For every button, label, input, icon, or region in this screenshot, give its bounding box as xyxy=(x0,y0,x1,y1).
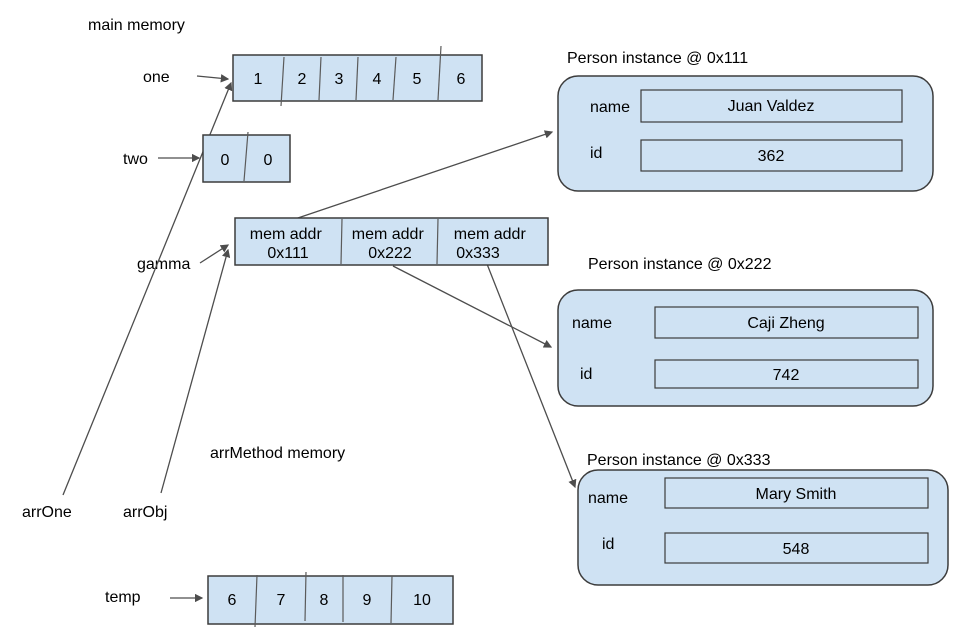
person-name-field xyxy=(654,306,919,339)
array-gamma: mem addr 0x111 mem addr 0x222 mem addr 0… xyxy=(234,217,549,266)
gamma-cell-line: 0x222 xyxy=(368,245,412,262)
var-one-label: one xyxy=(143,69,170,86)
array-temp-cell-0: 6 xyxy=(228,592,237,609)
array-temp-divider xyxy=(390,575,393,624)
array-one-divider xyxy=(437,45,442,101)
array-gamma-divider xyxy=(340,218,343,265)
array-one-cell-2: 3 xyxy=(335,71,344,88)
gamma0-to-person-0x111-arrow xyxy=(288,130,554,222)
array-temp-box xyxy=(207,575,454,625)
array-temp: 6 7 8 9 10 xyxy=(207,571,454,628)
array-temp-cell-3: 9 xyxy=(363,592,372,609)
person-id-label: id xyxy=(590,145,602,162)
array-two-divider xyxy=(243,131,249,182)
array-gamma-cell-1: mem addr 0x222 xyxy=(352,226,428,262)
gamma-pointer-arrow xyxy=(199,244,230,264)
person-title: Person instance @ 0x222 xyxy=(588,256,772,273)
person-id-value: 742 xyxy=(773,367,800,384)
person-name-value: Mary Smith xyxy=(756,486,837,503)
person-id-label: id xyxy=(580,366,592,383)
person-name-field xyxy=(664,477,929,509)
gamma1-to-person-0x222-arrow xyxy=(392,265,553,348)
array-one-divider xyxy=(318,56,322,101)
person-instance-0x222: Person instance @ 0x222 name Caji Zheng … xyxy=(557,256,934,407)
array-one-cell-1: 2 xyxy=(298,71,307,88)
array-one-cell-4: 5 xyxy=(413,71,422,88)
person-id-label: id xyxy=(602,536,614,553)
array-two-box xyxy=(202,134,291,183)
person-instance-0x333: Person instance @ 0x333 name Mary Smith … xyxy=(577,452,949,586)
var-arrobj-label: arrObj xyxy=(123,504,167,521)
gamma2-to-person-0x333-arrow xyxy=(486,263,577,489)
array-one-cell-3: 4 xyxy=(373,71,382,88)
array-gamma-cell-0: mem addr 0x111 xyxy=(250,226,326,262)
gamma-cell-line: 0x111 xyxy=(267,245,308,262)
gamma-cell-line: mem addr xyxy=(454,226,527,243)
array-temp-cell-4: 10 xyxy=(413,592,431,609)
array-one-cell-0: 1 xyxy=(254,71,263,88)
array-one-divider xyxy=(280,56,285,107)
array-two: 0 0 xyxy=(202,131,291,183)
array-gamma-cell-2: mem addr 0x333 xyxy=(454,226,530,262)
person-id-field xyxy=(640,139,903,172)
person-id-field xyxy=(664,532,929,564)
person-name-field xyxy=(640,89,903,123)
person-title: Person instance @ 0x333 xyxy=(587,452,771,469)
arrmethod-memory-label: arrMethod memory xyxy=(210,445,345,462)
array-one-cell-5: 6 xyxy=(457,71,466,88)
gamma-cell-line: mem addr xyxy=(352,226,425,243)
array-gamma-divider xyxy=(436,218,439,265)
person-name-label: name xyxy=(588,490,628,507)
person-name-value: Caji Zheng xyxy=(747,315,824,332)
array-one-divider xyxy=(355,56,359,101)
array-one-divider xyxy=(392,56,397,101)
array-two-cell-1: 0 xyxy=(264,152,273,169)
gamma-cell-line: 0x333 xyxy=(456,245,500,262)
main-memory-label: main memory xyxy=(88,17,185,34)
array-one: 1 2 3 4 5 6 xyxy=(232,45,483,107)
array-temp-divider xyxy=(254,574,258,628)
person-name-label: name xyxy=(572,315,612,332)
person-name-label: name xyxy=(590,99,630,116)
array-temp-cell-2: 8 xyxy=(320,592,329,609)
array-temp-cell-1: 7 xyxy=(277,592,286,609)
array-temp-divider xyxy=(304,571,307,622)
one-pointer-arrow xyxy=(196,74,230,83)
var-gamma-label: gamma xyxy=(137,256,190,273)
person-name-value: Juan Valdez xyxy=(728,98,815,115)
person-id-value: 362 xyxy=(758,148,785,165)
person-id-value: 548 xyxy=(783,541,810,558)
array-gamma-box xyxy=(234,217,549,266)
arrobj-reference-line xyxy=(160,248,231,494)
person-id-field xyxy=(654,359,919,389)
person-title: Person instance @ 0x111 xyxy=(567,50,748,67)
var-two-label: two xyxy=(123,151,148,168)
var-temp-label: temp xyxy=(105,589,141,606)
person-instance-0x111: Person instance @ 0x111 name Juan Valdez… xyxy=(557,50,934,192)
array-two-cell-0: 0 xyxy=(221,152,230,169)
var-arrone-label: arrOne xyxy=(22,504,72,521)
gamma-cell-line: mem addr xyxy=(250,226,323,243)
